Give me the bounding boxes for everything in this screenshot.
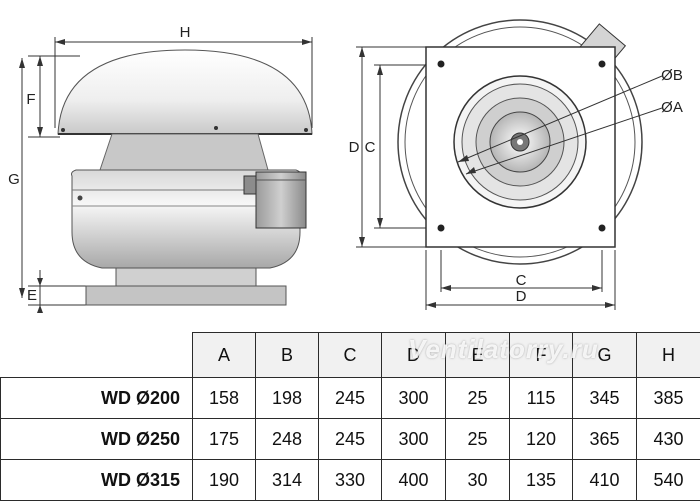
header-cell-c: C: [319, 333, 382, 378]
c-vert-label: C: [365, 139, 376, 156]
d-vert-arrow-bottom: [359, 237, 365, 247]
h-arrow-right: [302, 39, 312, 45]
header-cell-a: A: [193, 333, 256, 378]
value-cell: 115: [510, 378, 573, 419]
model-cell: WD Ø250: [1, 419, 193, 460]
d-vert-arrow-top: [359, 47, 365, 57]
table-header-row: A B C D E F G H: [1, 333, 700, 378]
shaft-center: [517, 139, 523, 145]
f-arrow-top: [37, 56, 43, 66]
value-cell: 385: [637, 378, 700, 419]
fan-neck: [100, 134, 268, 170]
body-screw: [78, 196, 83, 201]
e-arrow-bottom: [37, 305, 43, 313]
g-arrow-bottom: [19, 288, 25, 298]
value-cell: 25: [446, 378, 510, 419]
h-arrow-left: [55, 39, 65, 45]
table-row: WD Ø315 190 314 330 400 30 135 410 540: [1, 460, 700, 501]
value-cell: 190: [193, 460, 256, 501]
value-cell: 300: [382, 419, 446, 460]
value-cell: 248: [256, 419, 319, 460]
dimensions-table-grid: A B C D E F G H WD Ø200 158 198 245 300 …: [0, 332, 700, 501]
value-cell: 430: [637, 419, 700, 460]
mounting-hole-bl: [438, 225, 445, 232]
value-cell: 245: [319, 378, 382, 419]
model-cell: WD Ø200: [1, 378, 193, 419]
d-horiz-arrow-right: [605, 302, 615, 308]
value-cell: 158: [193, 378, 256, 419]
value-cell: 245: [319, 419, 382, 460]
dome-rivet-mid: [214, 126, 218, 130]
d-horiz-label: D: [516, 288, 527, 305]
value-cell: 365: [573, 419, 637, 460]
table-corner-cell: [1, 333, 193, 378]
value-cell: 400: [382, 460, 446, 501]
header-cell-e: E: [446, 333, 510, 378]
fan-dome: [58, 50, 312, 134]
top-view: D C ØB: [349, 20, 683, 310]
value-cell: 198: [256, 378, 319, 419]
c-vert-arrow-top: [377, 65, 383, 75]
drawing-svg: H G F E: [0, 0, 700, 330]
c-horiz-arrow-right: [592, 285, 602, 291]
value-cell: 410: [573, 460, 637, 501]
table-row: WD Ø250 175 248 245 300 25 120 365 430: [1, 419, 700, 460]
side-view: H G F E: [8, 24, 312, 313]
model-cell: WD Ø315: [1, 460, 193, 501]
value-cell: 30: [446, 460, 510, 501]
dome-rivet-right: [304, 128, 308, 132]
e-arrow-top: [37, 278, 43, 286]
value-cell: 25: [446, 419, 510, 460]
header-cell-b: B: [256, 333, 319, 378]
ob-label: ØB: [661, 67, 683, 84]
table-row: WD Ø200 158 198 245 300 25 115 345 385: [1, 378, 700, 419]
technical-drawing: H G F E: [0, 0, 700, 330]
oa-label: ØA: [661, 99, 683, 116]
dimensions-table: A B C D E F G H WD Ø200 158 198 245 300 …: [0, 332, 700, 500]
h-label: H: [180, 24, 191, 41]
mounting-hole-tr: [599, 61, 606, 68]
value-cell: 175: [193, 419, 256, 460]
dome-rivet-left: [61, 128, 65, 132]
value-cell: 345: [573, 378, 637, 419]
g-label: G: [8, 171, 20, 188]
mounting-hole-br: [599, 225, 606, 232]
d-vert-label: D: [349, 139, 360, 156]
f-label: F: [26, 91, 35, 108]
c-horiz-arrow-left: [441, 285, 451, 291]
f-arrow-bottom: [37, 127, 43, 137]
header-cell-d: D: [382, 333, 446, 378]
value-cell: 300: [382, 378, 446, 419]
header-cell-f: F: [510, 333, 573, 378]
value-cell: 135: [510, 460, 573, 501]
d-horiz-arrow-left: [426, 302, 436, 308]
c-vert-arrow-bottom: [377, 218, 383, 228]
value-cell: 540: [637, 460, 700, 501]
c-horiz-label: C: [516, 272, 527, 289]
e-label: E: [27, 287, 37, 304]
g-arrow-top: [19, 58, 25, 68]
base-collar: [116, 268, 256, 286]
value-cell: 330: [319, 460, 382, 501]
header-cell-g: G: [573, 333, 637, 378]
header-cell-h: H: [637, 333, 700, 378]
base-plate: [86, 286, 286, 305]
value-cell: 120: [510, 419, 573, 460]
value-cell: 314: [256, 460, 319, 501]
mounting-hole-tl: [438, 61, 445, 68]
